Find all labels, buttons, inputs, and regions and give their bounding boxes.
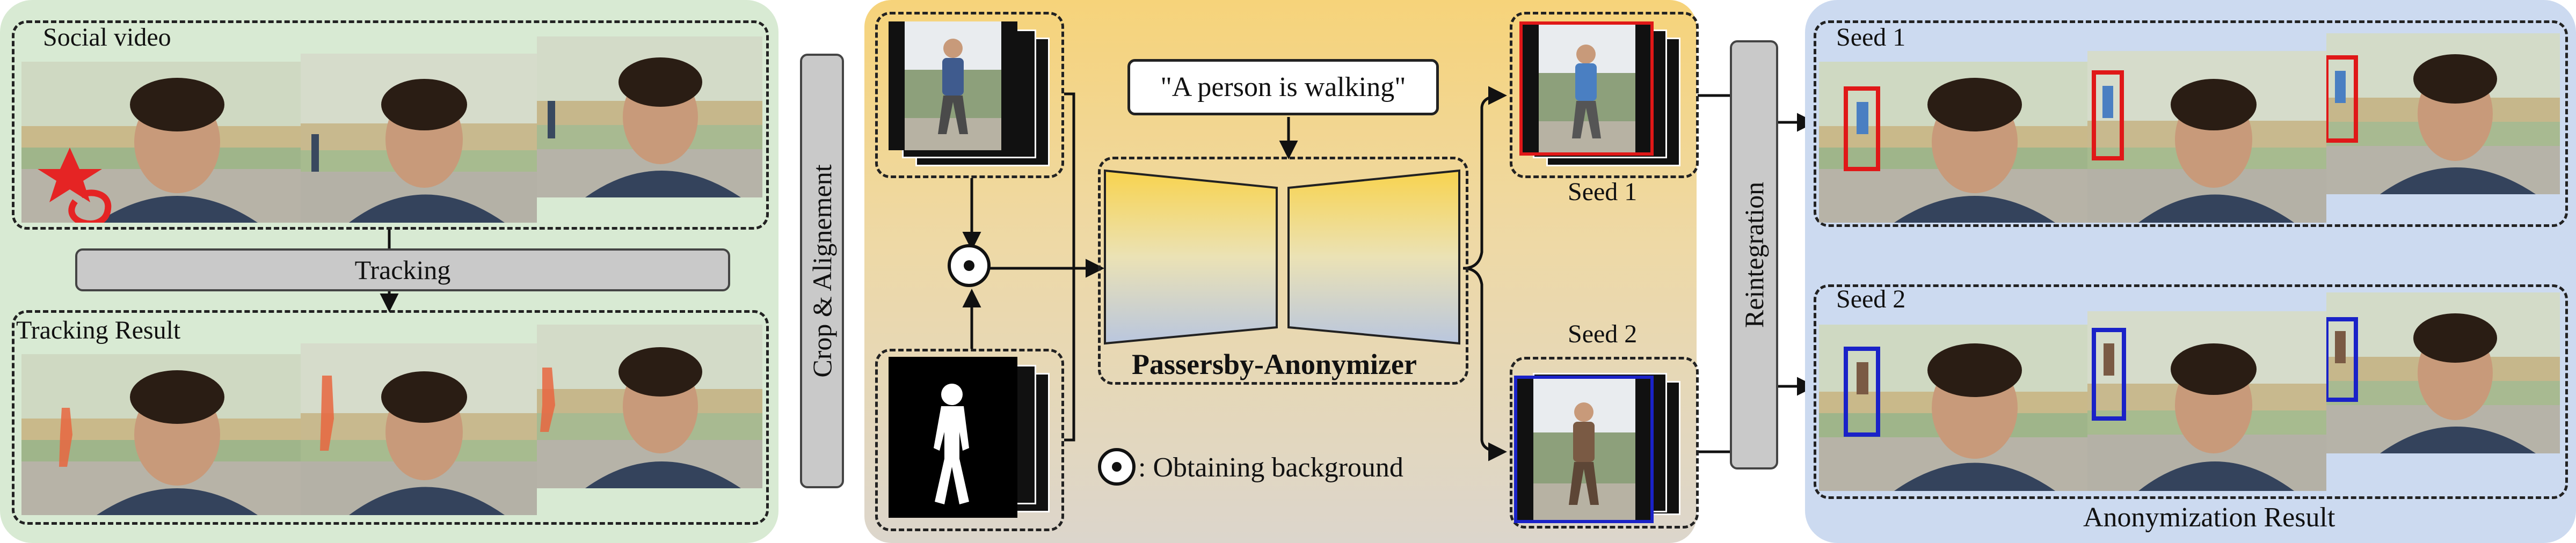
seed2-result-box (1814, 284, 2568, 499)
reintegration-bar: Reintegration (1730, 40, 1778, 469)
seed2-output-frame (1514, 376, 1654, 523)
seed2-result-frame-1 (1819, 325, 2087, 491)
seed2-inner-label: Seed 2 (1568, 320, 1638, 348)
seed2-result-label: Seed 2 (1836, 285, 1906, 313)
mask-box (875, 349, 1064, 531)
seed1-result-box (1814, 20, 2568, 227)
seed1-output-frame (1519, 21, 1654, 156)
prompt-box: "A person is walking" (1127, 59, 1439, 115)
legend-background-node-icon (1098, 448, 1136, 486)
passersby-anonymizer-label: Passersby-Anonymizer (1132, 348, 1417, 380)
person-mask-frame (889, 357, 1017, 518)
video-frame-1 (21, 62, 301, 223)
obtain-background-node (948, 244, 991, 287)
seed1-inner-label: Seed 1 (1568, 178, 1638, 206)
tracking-frame-3 (537, 325, 762, 488)
social-video-label: Social video (43, 23, 171, 52)
seed1-result-label: Seed 1 (1836, 23, 1906, 52)
tracking-bar: Tracking (75, 248, 730, 291)
social-video-box (12, 20, 769, 230)
seed2-result-frame-3 (2326, 292, 2560, 453)
legend-text: : Obtaining background (1138, 452, 1403, 483)
seed2-result-frame-2 (2087, 311, 2326, 491)
reintegration-label: Reintegration (1739, 181, 1769, 328)
cropped-person-box (875, 12, 1064, 178)
anonymization-result-label: Anonymization Result (2083, 502, 2335, 533)
video-frame-2 (301, 54, 537, 223)
cropped-person-frame (889, 21, 1017, 150)
seed1-result-frame-2 (2087, 51, 2326, 223)
crop-alignment-bar: Crop & Alignement (800, 54, 844, 488)
seed1-result-frame-3 (2326, 33, 2560, 194)
obtain-background-dot (964, 260, 974, 271)
seed2-output-box (1510, 357, 1699, 529)
tracking-frame-2 (301, 343, 537, 515)
seed1-output-box (1510, 12, 1699, 178)
legend-background-dot (1112, 462, 1122, 472)
video-frame-3 (537, 36, 762, 197)
seed1-result-frame-1 (1819, 62, 2087, 223)
passersby-anonymizer-box (1098, 157, 1468, 385)
tracking-result-label: Tracking Result (16, 316, 181, 344)
tracking-frame-1 (21, 354, 301, 515)
